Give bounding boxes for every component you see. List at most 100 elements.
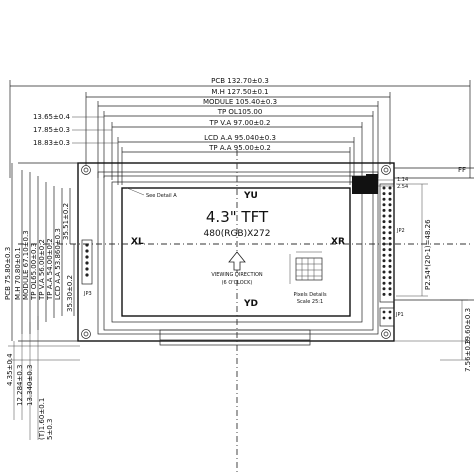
jp3-label: JP3 (83, 291, 92, 297)
dim-mh-width: M.H 127.50±0.1 (211, 88, 268, 96)
jp2-pin (382, 225, 386, 229)
jp2-pin (382, 197, 386, 201)
jp3-connector: JP3 (81, 239, 93, 297)
boffset-12-284: 12.284±0.3 (16, 365, 24, 407)
right-side-labels: FF 1.14 2.54 JP2 P2.54*(20-1)=48.26 19.6… (394, 166, 474, 372)
left-offsets: 13.65±0.4 17.85±0.3 18.83±0.3 (33, 113, 118, 147)
vdim-tp-va: TP V.A 56.00±0.2 (38, 239, 46, 301)
small-dim-2: 2.54 (397, 184, 408, 190)
jp2-pin (382, 192, 386, 196)
pixel-detail-grid: Pixels Details Scale 25:1 (289, 251, 327, 305)
jp2-pin (382, 287, 386, 291)
jp2-pin (382, 236, 386, 240)
vdim-module: MODULE 67.10±0.3 (22, 230, 30, 300)
jp2-pin (382, 276, 386, 280)
jp2-pin (388, 236, 392, 240)
dim-pcb-width: PCB 132.70±0.3 (211, 77, 269, 85)
jp2-pin (382, 253, 386, 257)
vdim-tp-aa: TP A.A 54.00±0.2 (46, 238, 54, 301)
boffset-thickness: (T)1.60±0.1 (38, 398, 46, 440)
jp2-pin (382, 214, 386, 218)
see-detail-a: See Detail A (146, 193, 177, 199)
mount-hole-bl (81, 329, 91, 339)
top-dimension-labels: PCB 132.70±0.3 M.H 127.50±0.1 MODULE 105… (203, 77, 277, 152)
jp2-pin (388, 242, 392, 246)
dim-lcd-aa-width: LCD A.A 95.040±0.3 (204, 134, 276, 142)
jp2-pin (388, 287, 392, 291)
offset-18-83: 18.83±0.3 (33, 139, 70, 147)
pitch-dimension: P2.54*(20-1)=48.26 (424, 219, 432, 290)
vdim-pcb: PCB 75.80±0.3 (4, 247, 12, 300)
vdim-mh: M.H 70.80±0.1 (14, 247, 22, 300)
small-dim-1: 1.14 (397, 177, 408, 183)
jp2-pin (388, 281, 392, 285)
center-lines (18, 150, 470, 474)
display-resolution: 480(RGB)X272 (204, 229, 271, 239)
jp2-pin (382, 264, 386, 268)
boffset-13-340: 13.340±0.3 (26, 365, 34, 407)
boffset-4-35: 4.35±0.4 (6, 353, 14, 386)
jp2-pin (388, 186, 392, 190)
jp2-pin (382, 231, 386, 235)
viewing-direction-clock: (6 O'CLOCK) (222, 280, 253, 286)
display-labels: YU YD XL XR 4.3" TFT 480(RGB)X272 VIEWIN… (131, 191, 345, 309)
jp2-pin (382, 281, 386, 285)
dim-tp-ol-width: TP OL105.00 (217, 108, 263, 116)
jp2-pin (388, 225, 392, 229)
jp2-pin (388, 259, 392, 263)
vdim-tp-ol: TP OL65.00±0.3 (30, 243, 38, 301)
dim-tp-va-width: TP V.A 97.00±0.2 (209, 119, 271, 127)
jp2-pin (382, 203, 386, 207)
jp2-connector (352, 174, 395, 303)
jp2-label: JP2 (396, 228, 405, 234)
jp1-label: JP1 (395, 312, 404, 318)
top-dimension-lines (9, 80, 471, 185)
jp2-pin (382, 208, 386, 212)
pixels-scale-label: Scale 25:1 (297, 299, 323, 305)
jp2-pin (388, 264, 392, 268)
jp2-pin (382, 242, 386, 246)
jp2-pin (388, 292, 392, 296)
left-vertical-labels: PCB 75.80±0.3 M.H 70.80±0.1 MODULE 67.10… (4, 203, 74, 312)
display-title: 4.3" TFT (206, 208, 269, 226)
jp2-pin (388, 214, 392, 218)
viewing-direction: VIEWING DIRECTION (211, 272, 263, 278)
label-xl: XL (131, 237, 144, 247)
mount-hole-tr (381, 165, 391, 175)
viewing-arrow-icon (228, 251, 246, 271)
dim-tp-aa-width: TP A.A 95.00±0.2 (208, 144, 271, 152)
dim-module-width: MODULE 105.40±0.3 (203, 98, 277, 106)
jp2-pin (388, 270, 392, 274)
offset-17-85: 17.85±0.3 (33, 126, 70, 134)
bottom-offsets: 4.35±0.4 12.284±0.3 13.340±0.3 (T)1.60±0… (6, 316, 80, 440)
vdim-lcd-aa: LCD A.A 53.860±0.3 (54, 228, 62, 300)
boffset-5: 5±0.3 (46, 419, 54, 440)
jp2-pin (382, 220, 386, 224)
jp2-pin (382, 292, 386, 296)
jp2-pin (388, 231, 392, 235)
vdim-35-30: 35.30±0.2 (66, 275, 74, 312)
jp2-pin-array (382, 186, 392, 296)
vdim-35-51: 35.51±0.2 (62, 203, 70, 240)
dim-19-60: 19.60±0.3 (464, 308, 472, 345)
dim-7-56: 7.56±0.3 (464, 339, 472, 372)
jp2-pin (388, 208, 392, 212)
jp2-pin (382, 186, 386, 190)
jp2-pin (388, 253, 392, 257)
left-vertical-dims (11, 162, 80, 342)
jp2-pin (388, 248, 392, 252)
jp2-pin (388, 197, 392, 201)
jp2-pin (388, 276, 392, 280)
offset-13-65: 13.65±0.4 (33, 113, 71, 121)
mount-hole-br (381, 329, 391, 339)
ff-label: FF (458, 166, 466, 174)
jp2-pin (388, 220, 392, 224)
detail-a-leader (126, 187, 145, 196)
label-xr: XR (331, 237, 345, 247)
jp2-pin (388, 192, 392, 196)
jp2-pin (382, 259, 386, 263)
jp2-pin (382, 248, 386, 252)
mount-hole-tl (81, 165, 91, 175)
label-yd: YD (243, 299, 258, 309)
